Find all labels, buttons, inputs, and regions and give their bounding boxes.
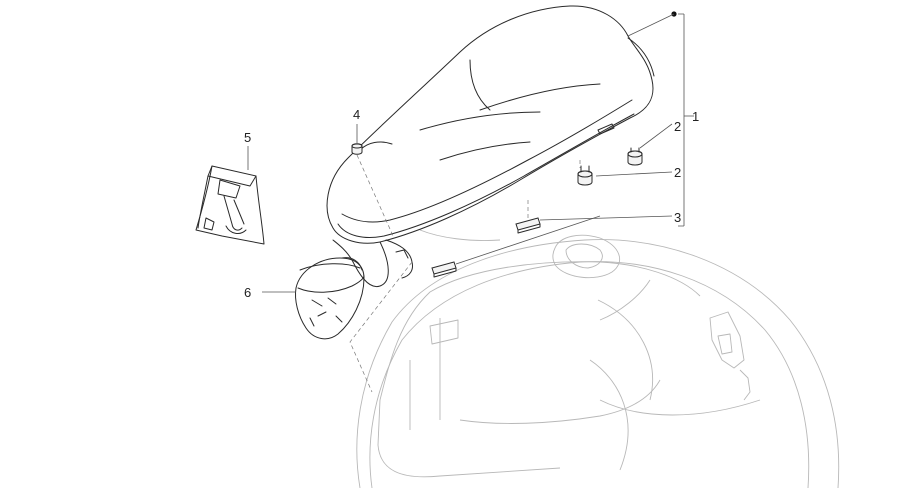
rubber-buffer-upper	[627, 147, 643, 166]
storage-net-part-6	[295, 257, 365, 340]
alignment-dashed-lines	[349, 154, 581, 393]
leader-lines	[247, 11, 694, 293]
bush-part-4	[351, 143, 363, 155]
tool-pouch-part-5	[195, 165, 265, 245]
callout-4: 4	[353, 107, 360, 122]
callout-6: 6	[244, 285, 251, 300]
seat-assembly	[326, 5, 655, 288]
callout-3: 3	[674, 210, 681, 225]
seat-clip-upper	[515, 217, 541, 234]
callout-5: 5	[244, 130, 251, 145]
leader-dot	[671, 11, 677, 17]
callout-2-lower: 2	[674, 165, 681, 180]
callout-2-upper: 2	[674, 119, 681, 134]
scooter-body-frame	[356, 229, 840, 488]
seat-clip-lower	[431, 261, 457, 278]
rubber-buffer-lower	[577, 165, 593, 186]
callout-1: 1	[692, 109, 699, 124]
